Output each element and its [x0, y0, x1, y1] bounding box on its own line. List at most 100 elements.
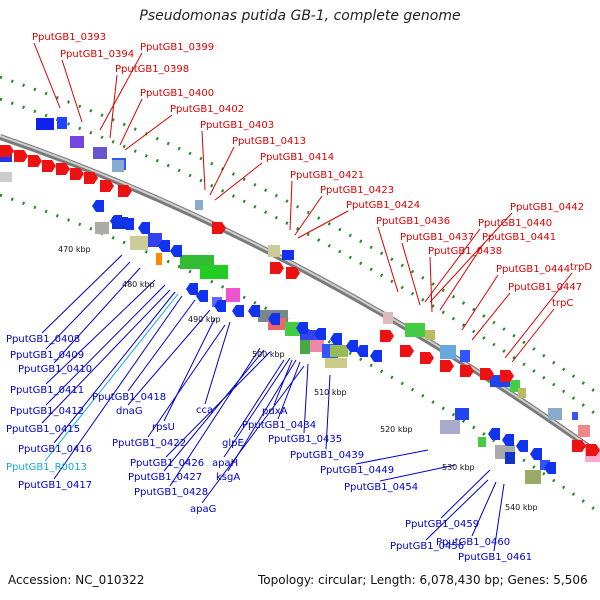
label-pputgb1-0460: PputGB1_0460 [436, 537, 510, 548]
gene-block [70, 136, 84, 148]
callout-pdxa [273, 359, 293, 406]
forward-gene-arrow [118, 185, 132, 197]
forward-gene-arrow [70, 168, 84, 180]
kbp-tick-510-kbp: 510 kbp [314, 388, 347, 397]
gene-block [130, 236, 148, 250]
label-apag: apaG [190, 504, 216, 515]
gene-features [0, 117, 600, 484]
callout-pputgb1-0459 [440, 469, 491, 519]
gene-block [455, 408, 469, 420]
callout-pputgb1-0434 [277, 361, 301, 420]
label-pputgb1-0411: PputGB1_0411 [10, 385, 84, 396]
gene-block [425, 330, 435, 340]
reverse-gene-arrow [296, 322, 308, 334]
callout-pputgb1-0447 [471, 292, 511, 341]
callout-rpsu [163, 317, 216, 422]
forward-gene-arrow [270, 262, 284, 274]
callout-pputgb1-0403 [201, 130, 206, 191]
label-pputgb1-0415: PputGB1_0415 [6, 424, 80, 435]
label-pputgb1-0417: PputGB1_0417 [18, 480, 92, 491]
gene-block [383, 312, 393, 324]
label-dnag: dnaG [116, 406, 143, 417]
callout-pputgb1-0439 [325, 374, 331, 450]
gene-block [478, 437, 486, 447]
callout-pputgb1-0440 [424, 228, 481, 303]
label-pputgb1-0442: PputGB1_0442 [510, 202, 584, 213]
callout-cca [204, 321, 231, 405]
gene-block [95, 222, 109, 234]
reverse-gene-arrow [516, 440, 528, 452]
callout-pputgb1-0435 [303, 363, 309, 434]
label-pputgb1-0399: PputGB1_0399 [140, 42, 214, 53]
label-pputgb1-0403: PputGB1_0403 [200, 120, 274, 131]
gene-block [505, 452, 515, 464]
map-title: Pseudomonas putida GB-1, complete genome [139, 8, 461, 24]
gene-block [112, 160, 124, 172]
label-pputgb1-0438: PputGB1_0438 [428, 246, 502, 257]
reverse-gene-arrow [502, 434, 514, 446]
label-pdxa: pdxA [262, 406, 288, 417]
reverse-gene-arrow [138, 222, 150, 234]
callout-pputgb1-0415 [41, 289, 171, 424]
reverse-gene-arrow [330, 333, 342, 345]
reverse-gene-arrow [248, 305, 260, 317]
callout-pputgb1-0454 [379, 464, 456, 482]
callout-trpc [511, 308, 555, 363]
callout-pputgb1-0411 [45, 279, 156, 385]
reverse-gene-arrow [314, 328, 326, 340]
forward-gene-arrow [212, 222, 226, 234]
reverse-gene-arrow [214, 300, 226, 312]
label-pputgb1-0408: PputGB1_0408 [6, 334, 80, 345]
forward-gene-arrow [42, 160, 56, 172]
callout-pputgb1-0423 [294, 195, 323, 236]
forward-gene-arrow [586, 444, 600, 456]
label-pputgb1-0449: PputGB1_0449 [320, 465, 394, 476]
callout-pputgb1-0400 [119, 98, 143, 146]
reverse-gene-arrow [268, 313, 280, 325]
label-pputgb1-0422: PputGB1_0422 [112, 438, 186, 449]
callout-pputgb1-0422 [147, 324, 226, 438]
forward-gene-arrow [28, 155, 42, 167]
reverse-gene-arrow [356, 345, 368, 357]
gene-block [36, 118, 54, 130]
gene-block [0, 172, 12, 182]
callout-pputgb1-0436 [377, 226, 399, 293]
callout-pputgb1-0438 [429, 256, 433, 313]
callout-trpd [504, 272, 573, 359]
reverse-gene-arrow [544, 462, 556, 474]
reverse-gene-arrow [110, 215, 122, 227]
gene-block [510, 380, 520, 392]
reverse-gene-arrow [158, 240, 170, 252]
gene-block [540, 460, 550, 470]
label-pputgb1-0410: PputGB1_0410 [18, 364, 92, 375]
gene-block [300, 340, 310, 354]
feature-labels: PputGB1_0393PputGB1_0394PputGB1_0399Pput… [6, 32, 592, 563]
callout-pputgb1-0416 [53, 291, 176, 444]
callout-pputgb1-0449 [355, 449, 429, 465]
callout-pputgb1-0442 [429, 212, 513, 303]
genome-backbone-highlight [0, 135, 600, 455]
forward-gene-arrow [460, 365, 474, 377]
callout-pputgb1-0398 [109, 74, 118, 139]
forward-gene-arrow [480, 368, 494, 380]
reverse-gene-arrow [346, 340, 358, 352]
gene-block [282, 250, 294, 260]
reverse-gene-arrow [232, 305, 244, 317]
callout-pputgb1-0444 [461, 274, 499, 331]
label-trpc: trpC [552, 298, 573, 309]
callout-pputgb1-0414 [214, 162, 263, 201]
callout-apag [201, 365, 305, 504]
kbp-tick-480-kbp: 480 kbp [122, 280, 155, 289]
label-pputgb1-r0013: PputGB1_R0013 [6, 462, 87, 473]
forward-gene-arrow [380, 330, 394, 342]
label-pputgb1-0434: PputGB1_0434 [242, 420, 316, 431]
callout-pputgb1-0408 [41, 254, 123, 334]
gene-block [518, 388, 526, 398]
gene-block [405, 323, 425, 337]
callout-pputgb1-0461 [493, 483, 505, 552]
label-cca: cca [196, 405, 213, 416]
label-pputgb1-0435: PputGB1_0435 [268, 434, 342, 445]
reverse-gene-arrow [122, 218, 134, 230]
label-apah: apaH [212, 458, 238, 469]
label-pputgb1-0440: PputGB1_0440 [478, 218, 552, 229]
